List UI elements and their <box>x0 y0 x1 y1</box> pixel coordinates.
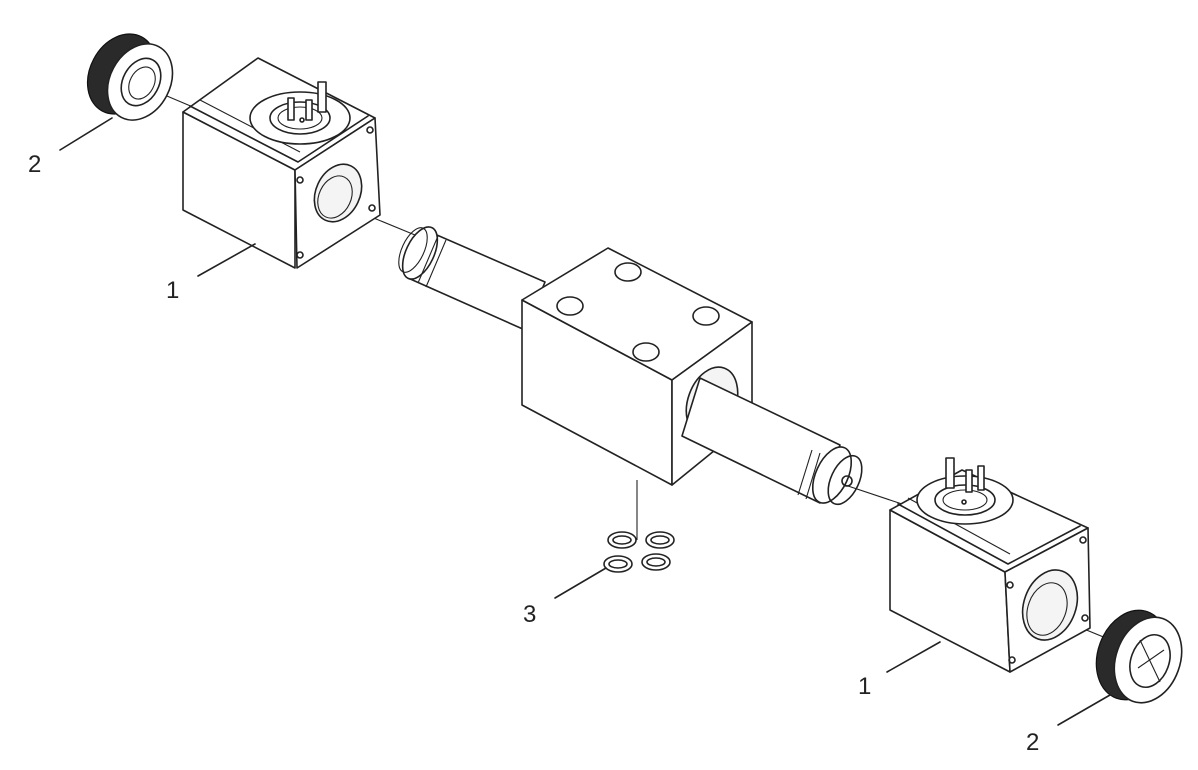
callout-nut-top-left: 2 <box>28 151 41 178</box>
leader-lines <box>59 117 1111 726</box>
callout-coil-top-left: 1 <box>166 277 179 304</box>
knurled-nut-bottom-right <box>1095 609 1183 704</box>
callout-orings: 3 <box>523 601 536 628</box>
callout-coil-bottom-right: 1 <box>858 673 871 700</box>
knurled-nut-top-left <box>86 33 174 121</box>
armature-tube-right <box>681 377 863 506</box>
solenoid-coil-top-left <box>182 57 381 269</box>
o-rings <box>603 531 675 573</box>
callout-nut-bottom-right: 2 <box>1026 729 1039 756</box>
solenoid-coil-bottom-right <box>889 457 1091 673</box>
